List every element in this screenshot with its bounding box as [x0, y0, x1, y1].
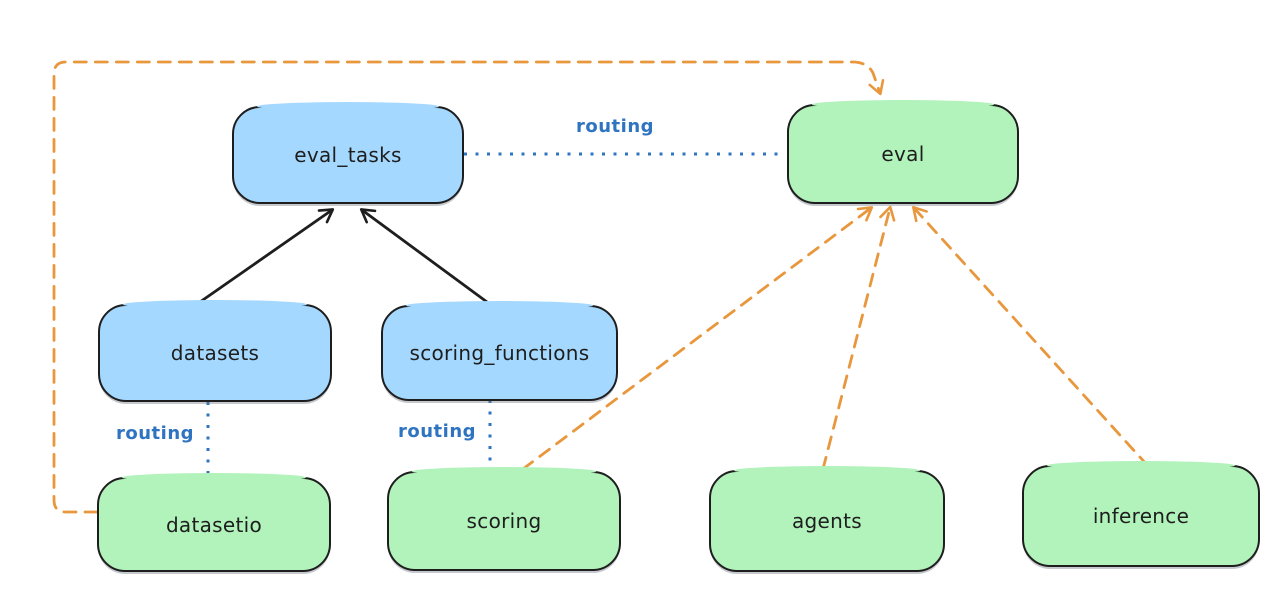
edge-label-routing-scoring-functions-scoring: routing: [398, 421, 477, 442]
node-scoring-label: scoring: [466, 509, 542, 533]
node-inference: inference: [1022, 461, 1260, 567]
edge-datasets-to-eval-tasks: [199, 208, 335, 304]
edge-label-routing-eval-tasks-eval: routing: [576, 116, 655, 137]
node-datasets: datasets: [98, 300, 332, 402]
edge-scoring-functions-to-eval-tasks: [359, 208, 488, 304]
edge-scoring-to-eval: [521, 206, 874, 471]
node-datasetio: datasetio: [97, 473, 331, 572]
node-eval: eval: [787, 100, 1019, 204]
node-scoring: scoring: [387, 467, 621, 571]
edge-inference-to-eval: [912, 205, 1150, 468]
node-scoring-functions: scoring_functions: [381, 301, 618, 401]
node-eval-tasks-label: eval_tasks: [294, 143, 402, 167]
node-agents-label: agents: [792, 509, 862, 533]
edge-label-routing-datasets-datasetio: routing: [116, 423, 195, 444]
edge-datasetio-to-eval: [52, 60, 885, 514]
node-inference-label: inference: [1092, 504, 1190, 528]
node-datasetio-label: datasetio: [165, 512, 263, 537]
node-datasets-label: datasets: [170, 341, 260, 365]
edge-agents-to-eval: [821, 205, 896, 471]
node-scoring-functions-label: scoring_functions: [409, 341, 590, 365]
node-eval-label: eval: [881, 142, 925, 166]
node-agents: agents: [709, 466, 945, 572]
node-eval-tasks: eval_tasks: [232, 102, 464, 204]
